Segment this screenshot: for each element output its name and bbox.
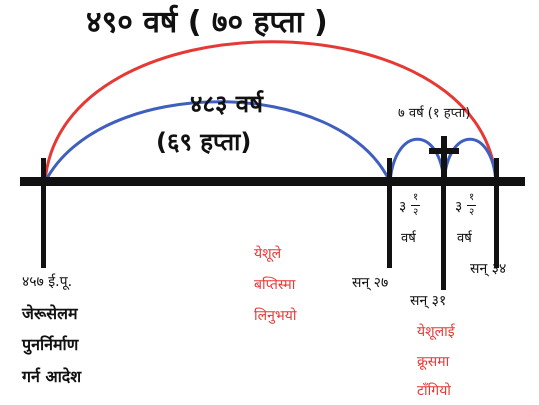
marker-31ad — [441, 182, 446, 290]
baptism-event-line-3: लिनुभयो — [254, 308, 297, 324]
inner-arc-sublabel: (६९ हप्ता) — [156, 128, 252, 156]
fraction-bar — [411, 205, 420, 206]
half-week-denominator: २ — [469, 207, 475, 218]
start-year-label: ४५७ ई.पू. — [22, 274, 73, 290]
inner-arc-483-years — [43, 100, 392, 183]
cross-icon-vertical — [441, 136, 447, 182]
outer-arc-label: ४९० वर्ष ( ७० हप्ता ) — [86, 5, 328, 40]
half-week-denominator: २ — [413, 207, 419, 218]
small-arc-label: ७ वर्ष (१ हप्ता) — [398, 106, 471, 121]
year-27-label: सन् २७ — [352, 275, 389, 291]
half-week-unit: वर्ष — [401, 231, 416, 246]
half-week-numerator: १ — [469, 192, 475, 203]
half-week-whole: ३ — [455, 199, 463, 215]
half-week-unit: वर्ष — [457, 231, 472, 246]
baptism-event-line-2: बप्तिस्मा — [254, 277, 296, 293]
start-event-line-2: पुनर्निर्माण — [22, 335, 79, 354]
year-34-label: सन् ३४ — [470, 261, 507, 277]
outer-arc-490-years — [43, 40, 498, 183]
crucifixion-event-line-3: टाँगियो — [417, 383, 451, 399]
cross-icon-horizontal — [429, 148, 459, 154]
crucifixion-event-line-1: येशूलाई — [417, 324, 455, 340]
half-week-whole: ३ — [399, 199, 407, 215]
small-arc-first-half-week — [388, 138, 446, 183]
marker-457bc — [41, 158, 46, 268]
fraction-bar — [467, 205, 476, 206]
timeline-line — [20, 177, 525, 186]
baptism-event-line-1: येशूले — [254, 246, 282, 262]
year-31-label: सन् ३१ — [410, 293, 447, 309]
marker-34ad — [494, 158, 499, 268]
crucifixion-event-line-2: क्रूसमा — [417, 354, 450, 370]
marker-27ad — [387, 158, 392, 268]
start-event-line-1: जेरूसेलम — [22, 304, 78, 323]
half-week-numerator: १ — [413, 192, 419, 203]
start-event-line-3: गर्न आदेश — [22, 367, 82, 386]
inner-arc-label: ४८३ वर्ष — [190, 90, 264, 118]
